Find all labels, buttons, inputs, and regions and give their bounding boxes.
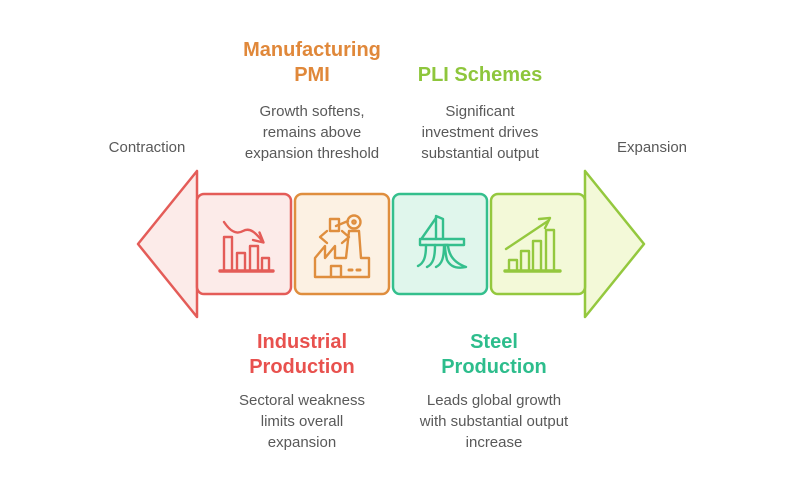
steel-production-title: Steel Production bbox=[441, 331, 547, 378]
contraction-arrow bbox=[136, 169, 199, 319]
manufacturing-pmi-title: Manufacturing PMI bbox=[243, 39, 381, 86]
industrial-production-description: Sectoral weakness limits overall expansi… bbox=[239, 392, 365, 451]
box-outline bbox=[195, 192, 293, 296]
steel-production-description: Leads global growth with substantial out… bbox=[419, 392, 569, 451]
pli-schemes-box bbox=[489, 192, 587, 296]
rising-bar-chart-icon bbox=[503, 216, 562, 273]
plow-icon bbox=[416, 214, 468, 269]
contraction-label: Contraction bbox=[108, 139, 186, 156]
declining-bar-chart-icon bbox=[218, 220, 275, 273]
box-outline bbox=[489, 192, 587, 296]
manufacturing-pmi-box bbox=[293, 192, 391, 296]
industrial-production-title: Industrial Production bbox=[249, 331, 355, 378]
manufacturing-pmi-description: Growth softens, remains above expansion … bbox=[244, 103, 380, 162]
pli-schemes-title: PLI Schemes bbox=[417, 64, 543, 86]
expansion-arrow bbox=[583, 169, 646, 319]
factory-crane-icon bbox=[313, 214, 371, 279]
steel-production-box bbox=[391, 192, 489, 296]
expansion-label: Expansion bbox=[616, 139, 688, 156]
industrial-production-box bbox=[195, 192, 293, 296]
pli-schemes-description: Significant investment drives substantia… bbox=[421, 103, 539, 162]
